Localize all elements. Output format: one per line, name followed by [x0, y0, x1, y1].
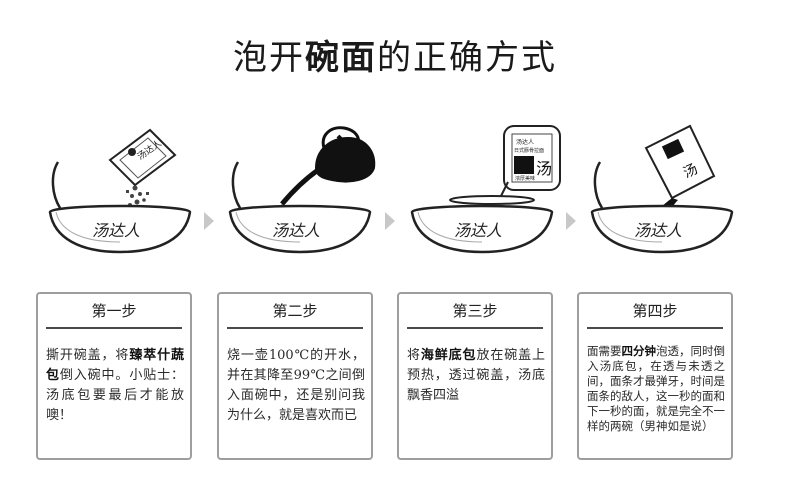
svg-text:汤达人: 汤达人 — [272, 221, 320, 240]
bowl-icon: 汤达人 — [590, 161, 734, 254]
step-card-2: 第二步 烧一壶100℃的开水，并在其降至99℃之间倒入面碗中，还是别问我为什么，… — [217, 292, 373, 460]
svg-text:浓厚美味: 浓厚美味 — [515, 175, 535, 182]
svg-text:汤: 汤 — [536, 159, 552, 178]
divider — [407, 327, 543, 329]
bowl-icon: 汤达人 — [410, 204, 554, 254]
svg-text:汤达人: 汤达人 — [516, 138, 534, 146]
step3-illustration: 汤达人 日式豚骨拉面 浓厚美味 汤 汤达人 — [410, 125, 561, 254]
step-description: 烧一壶100℃的开水，并在其降至99℃之间倒入面碗中，还是别问我为什么，就是喜欢… — [227, 348, 365, 423]
svg-text:汤达人: 汤达人 — [634, 221, 682, 240]
bowl-icon: 汤达人 — [228, 161, 372, 254]
soup-packet-callout-icon: 汤达人 日式豚骨拉面 浓厚美味 汤 — [499, 125, 561, 199]
arrow-right-icon — [385, 212, 395, 230]
step-card-3: 第三步 将海鲜底包放在碗盖上预热，透过碗盖，汤底飘香四溢 — [397, 292, 553, 460]
seasoning-packet-icon: 汤达人 — [108, 128, 177, 187]
kettle-icon — [280, 126, 376, 206]
step-title: 第一步 — [91, 302, 137, 320]
step4-illustration: 汤 汤达人 — [590, 124, 734, 254]
step-title: 第四步 — [632, 302, 678, 320]
step-card-1: 第一步 撕开碗盖，将臻萃什蔬包倒入碗中。小贴士：汤底包要最后才能放噢！ — [36, 292, 192, 460]
soup-packet-icon: 汤 — [644, 124, 716, 200]
step-description: 面需要四分钟泡透，同时倒入汤底包，在透与未透之间，面条才最弹牙，时间是面条的敌人… — [587, 344, 725, 433]
divider — [46, 327, 182, 329]
step-title: 第三步 — [452, 302, 498, 320]
divider — [227, 327, 363, 329]
svg-text:汤达人: 汤达人 — [454, 221, 502, 240]
bowl-icon: 汤达人 — [48, 161, 192, 254]
svg-text:汤: 汤 — [681, 161, 700, 181]
arrow-right-icon — [204, 212, 214, 230]
arrow-right-icon — [566, 212, 576, 230]
step2-illustration: 汤达人 — [228, 126, 376, 254]
step-title: 第二步 — [272, 302, 318, 320]
step-description: 撕开碗盖，将臻萃什蔬包倒入碗中。小贴士：汤底包要最后才能放噢！ — [46, 348, 184, 423]
svg-text:汤达人: 汤达人 — [92, 221, 140, 240]
svg-text:日式豚骨拉面: 日式豚骨拉面 — [514, 147, 544, 154]
lid-icon — [449, 195, 535, 205]
page-title: 泡开碗面的正确方式 — [233, 38, 557, 78]
step1-illustration: 汤达人 汤达人 — [48, 128, 192, 254]
step-description: 将海鲜底包放在碗盖上预热，透过碗盖，汤底飘香四溢 — [407, 348, 545, 403]
divider — [587, 327, 723, 329]
step-card-4: 第四步 面需要四分钟泡透，同时倒入汤底包，在透与未透之间，面条才最弹牙，时间是面… — [577, 292, 733, 460]
